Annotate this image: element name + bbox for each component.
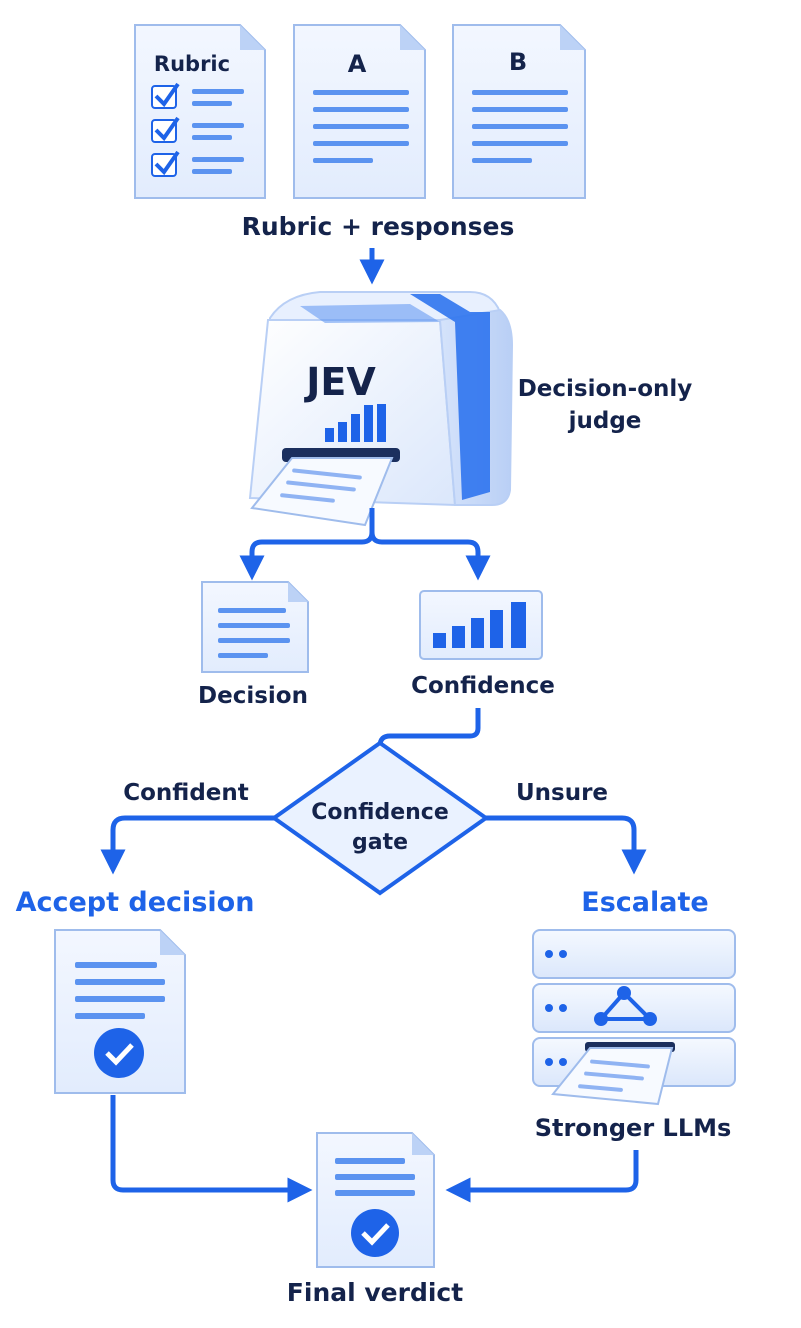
check-circle-icon	[94, 1028, 144, 1078]
check-circle-icon	[351, 1209, 399, 1257]
network-triangle-icon	[594, 986, 657, 1026]
arrow-gate-confident	[100, 815, 274, 875]
judge-description-line1: Decision-only	[518, 376, 693, 402]
branch-confident-label: Confident	[123, 780, 249, 806]
arrow-judge-to-confidence	[369, 531, 491, 581]
stronger-llms-label: Stronger LLMs	[535, 1114, 732, 1142]
arrow-gate-unsure	[486, 815, 647, 875]
inputs-caption: Rubric + responses	[242, 212, 515, 241]
final-verdict-document	[316, 1132, 435, 1268]
escalate-label: Escalate	[581, 887, 708, 918]
gate-label-line2: gate	[352, 830, 408, 855]
confidence-gate-diamond	[270, 740, 490, 896]
accept-decision-label: Accept decision	[16, 887, 255, 918]
checkbox-icon	[151, 116, 244, 143]
branch-unsure-label: Unsure	[516, 780, 608, 806]
confidence-chart-icon	[419, 590, 543, 660]
checkbox-icon	[151, 82, 244, 109]
decision-label: Decision	[198, 683, 308, 709]
checkbox-icon	[151, 150, 244, 177]
arrow-confidence-to-gate	[377, 708, 481, 748]
gate-label-line1: Confidence	[311, 800, 449, 825]
judge-machine-icon	[248, 291, 514, 527]
rubric-title: Rubric	[154, 52, 230, 76]
response-a-label: A	[348, 50, 367, 78]
decision-document	[201, 581, 309, 673]
server-stack-icon	[532, 929, 736, 1106]
arrow-accept-to-final	[110, 1095, 313, 1203]
response-a-document: A	[293, 24, 426, 199]
accepted-document	[54, 929, 186, 1094]
judge-description-line2: judge	[568, 408, 642, 434]
response-b-label: B	[509, 48, 527, 76]
judge-name: JEV	[303, 360, 376, 404]
arrow-escalate-to-final	[445, 1150, 639, 1203]
rubric-document: Rubric	[134, 24, 266, 199]
response-b-document: B	[452, 24, 586, 199]
confidence-label: Confidence	[411, 673, 555, 699]
final-verdict-label: Final verdict	[287, 1278, 463, 1307]
bar-chart-icon	[325, 404, 386, 442]
